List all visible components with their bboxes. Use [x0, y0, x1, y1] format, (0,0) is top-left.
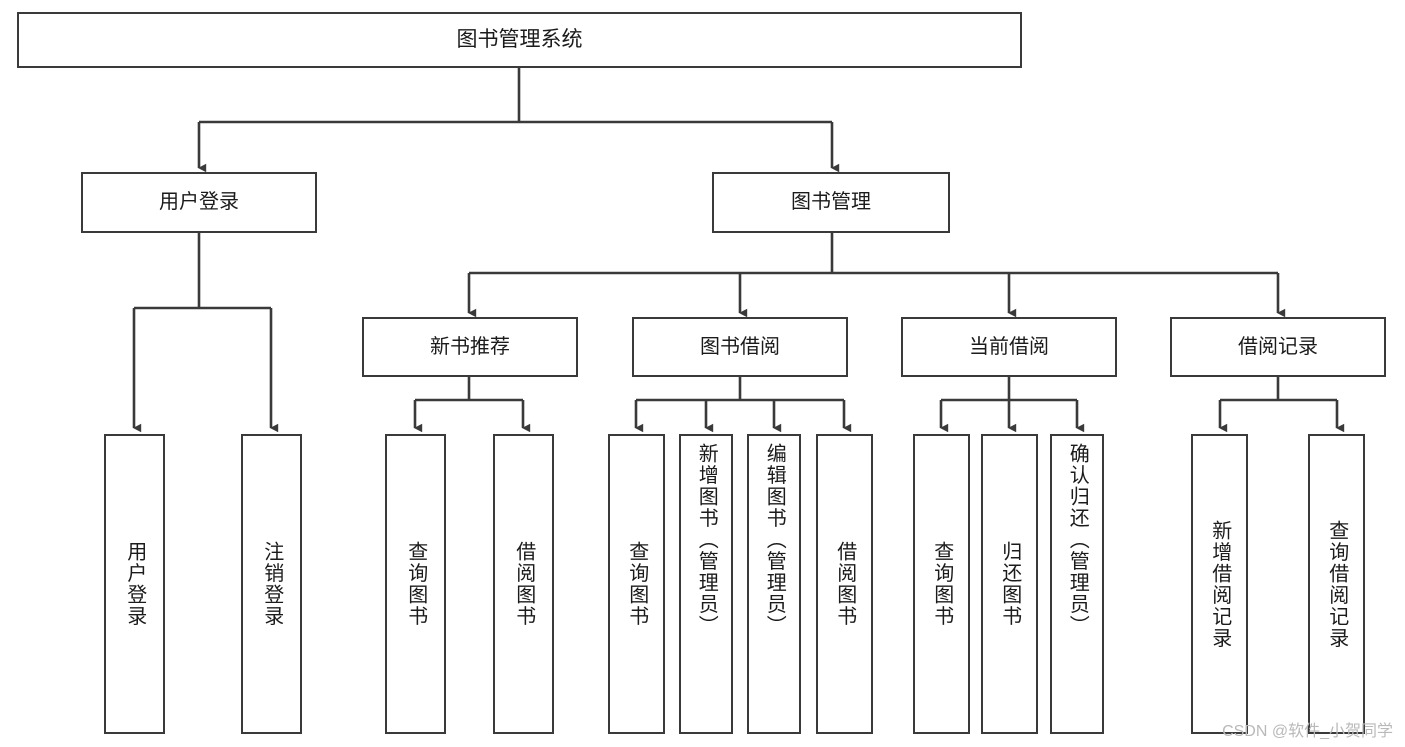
node-book-management[interactable]: 图书管理 — [712, 172, 950, 233]
node-root-book-management-system[interactable]: 图书管理系统 — [17, 12, 1022, 68]
node-leaf-logout-login[interactable]: 注销登录 — [241, 434, 302, 734]
node-book-borrow[interactable]: 图书借阅 — [632, 317, 848, 377]
node-root-label: 图书管理系统 — [456, 28, 583, 52]
node-leaf-query-book-1-label: 查询图书 — [404, 541, 427, 627]
node-leaf-add-book-label: 新增图书（管理员） — [695, 443, 718, 637]
node-leaf-query-record-label: 查询借阅记录 — [1325, 519, 1348, 649]
node-leaf-query-book-2[interactable]: 查询图书 — [608, 434, 665, 734]
node-leaf-return-book-label: 归还图书 — [998, 541, 1021, 627]
node-user-login-label: 用户登录 — [159, 191, 239, 214]
node-leaf-query-book-3-label: 查询图书 — [930, 541, 953, 627]
node-leaf-add-book[interactable]: 新增图书（管理员） — [679, 434, 733, 734]
node-leaf-borrow-book-1-label: 借阅图书 — [512, 541, 535, 627]
node-user-login[interactable]: 用户登录 — [81, 172, 317, 233]
node-leaf-add-record-label: 新增借阅记录 — [1208, 519, 1231, 649]
node-current-borrow[interactable]: 当前借阅 — [901, 317, 1117, 377]
csdn-watermark: CSDN @软件_小贺同学 — [1222, 723, 1393, 740]
node-leaf-edit-book[interactable]: 编辑图书（管理员） — [747, 434, 801, 734]
node-leaf-query-book-3[interactable]: 查询图书 — [913, 434, 970, 734]
node-leaf-add-record[interactable]: 新增借阅记录 — [1191, 434, 1248, 734]
node-book-management-label: 图书管理 — [791, 191, 871, 214]
node-leaf-confirm-return-label: 确认归还（管理员） — [1066, 443, 1089, 637]
node-leaf-edit-book-label: 编辑图书（管理员） — [763, 443, 786, 637]
node-leaf-borrow-book-2-label: 借阅图书 — [833, 541, 856, 627]
node-borrow-record-label: 借阅记录 — [1238, 335, 1318, 358]
node-leaf-user-login-label: 用户登录 — [123, 541, 146, 627]
node-leaf-logout-login-label: 注销登录 — [260, 541, 283, 627]
node-leaf-query-book-2-label: 查询图书 — [625, 541, 648, 627]
node-book-borrow-label: 图书借阅 — [700, 335, 780, 358]
node-leaf-confirm-return[interactable]: 确认归还（管理员） — [1050, 434, 1104, 734]
node-leaf-borrow-book-1[interactable]: 借阅图书 — [493, 434, 554, 734]
node-leaf-user-login[interactable]: 用户登录 — [104, 434, 165, 734]
node-leaf-query-record[interactable]: 查询借阅记录 — [1308, 434, 1365, 734]
node-leaf-return-book[interactable]: 归还图书 — [981, 434, 1038, 734]
node-new-book-recommend[interactable]: 新书推荐 — [362, 317, 578, 377]
node-current-borrow-label: 当前借阅 — [969, 335, 1049, 358]
node-new-book-recommend-label: 新书推荐 — [430, 335, 510, 358]
node-leaf-query-book-1[interactable]: 查询图书 — [385, 434, 446, 734]
node-leaf-borrow-book-2[interactable]: 借阅图书 — [816, 434, 873, 734]
node-borrow-record[interactable]: 借阅记录 — [1170, 317, 1386, 377]
